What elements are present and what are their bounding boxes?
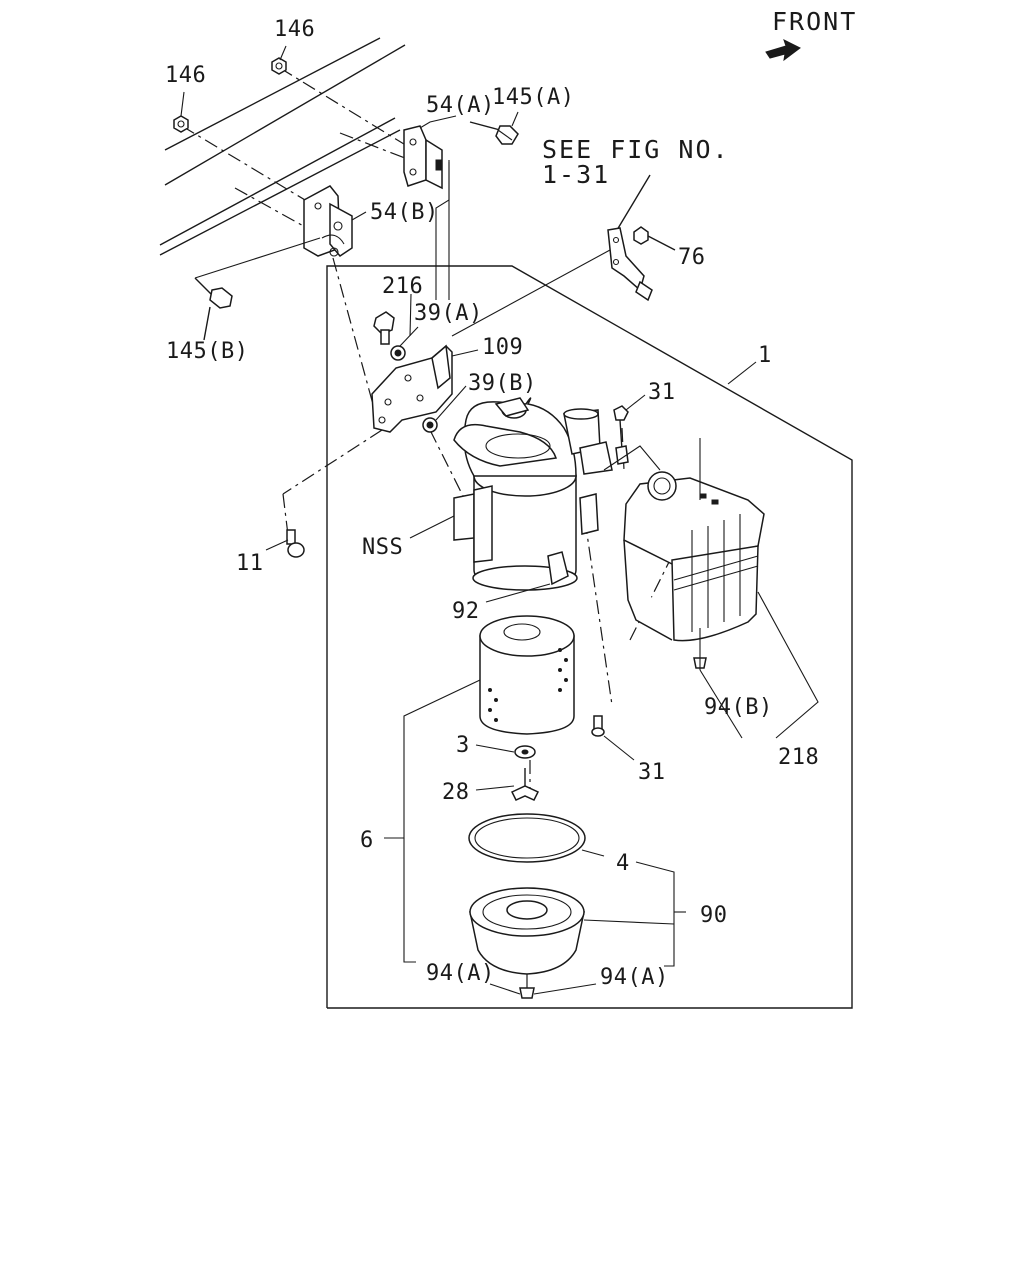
callout-94a-right: 94(A) (600, 965, 669, 990)
callout-218: 218 (778, 745, 819, 770)
assembly-boundary (326, 265, 853, 1009)
bracket-54b (303, 185, 353, 257)
callout-39a: 39(A) (414, 301, 483, 326)
washer-39a (390, 345, 406, 361)
callout-54b: 54(B) (370, 200, 439, 225)
callout-4: 4 (616, 851, 630, 876)
screw-31-bottom (591, 715, 605, 737)
callout-labels: 146 146 54(A) 145(A) 54(B) 76 145(B) 216… (165, 17, 819, 990)
wing-bolt-28 (510, 768, 540, 801)
callout-1: 1 (758, 343, 772, 368)
callout-11: 11 (236, 551, 264, 576)
callout-nss: NSS (362, 535, 403, 560)
filter-element-6 (479, 615, 575, 735)
bracket-ref-1-31 (607, 174, 653, 302)
precleaner-218 (623, 471, 765, 642)
air-cleaner-body (453, 397, 613, 591)
callout-31-top: 31 (648, 380, 676, 405)
callout-92: 92 (452, 599, 480, 624)
callout-28: 28 (442, 780, 470, 805)
valve-94a (519, 987, 535, 999)
front-label: FRONT (772, 7, 857, 36)
callout-6: 6 (360, 828, 374, 853)
callout-146-top: 146 (274, 17, 315, 42)
nut-146-left (173, 115, 189, 133)
bolt-145a (469, 121, 519, 145)
nut-146-top (271, 57, 287, 75)
callout-216: 216 (382, 274, 423, 299)
callout-3: 3 (456, 733, 470, 758)
bolt-216 (373, 311, 395, 345)
front-arrow-icon (765, 39, 801, 62)
callout-39b: 39(B) (468, 371, 537, 396)
front-indicator: FRONT (765, 7, 857, 62)
callout-94a-left: 94(A) (426, 961, 495, 986)
bracket-109 (371, 344, 453, 433)
gasket-ring-4 (468, 813, 586, 863)
callout-54a: 54(A) (426, 93, 495, 118)
leader-lines (180, 45, 819, 995)
callout-109: 109 (482, 335, 523, 360)
reference-note: SEE FIG NO. 1-31 (542, 135, 730, 189)
frame-rails (159, 37, 406, 256)
washer-3 (514, 745, 536, 759)
reference-note-line2: 1-31 (542, 160, 610, 189)
callout-146-left: 146 (165, 63, 206, 88)
callout-145a: 145(A) (492, 85, 574, 110)
reference-note-line1: SEE FIG NO. (542, 135, 730, 164)
nut-76 (633, 226, 676, 251)
callout-94b: 94(B) (704, 695, 773, 720)
dust-cup-90 (469, 887, 585, 975)
bolt-145b (194, 237, 321, 341)
washer-39b (422, 417, 438, 433)
callout-145b: 145(B) (166, 339, 248, 364)
callout-31-bottom: 31 (638, 760, 666, 785)
callout-90: 90 (700, 903, 728, 928)
bolt-11 (286, 529, 305, 558)
callout-76: 76 (678, 245, 706, 270)
bracket-54a (403, 125, 443, 190)
